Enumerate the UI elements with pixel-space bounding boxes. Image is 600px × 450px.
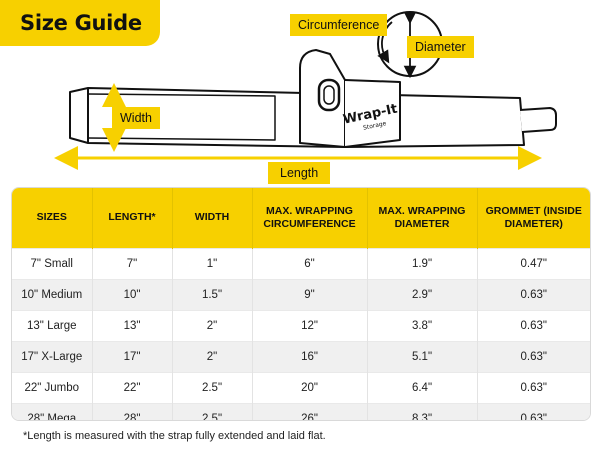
cell-diameter: 1.9" bbox=[367, 247, 478, 279]
cell-circumference: 12" bbox=[252, 309, 368, 341]
table-row: 7" Small 7" 1" 6" 1.9" 0.47" bbox=[12, 247, 590, 279]
cell-circumference: 20" bbox=[252, 371, 368, 403]
table-row: 22" Jumbo 22" 2.5" 20" 6.4" 0.63" bbox=[12, 371, 590, 403]
size-table: SIZES LENGTH* WIDTH MAX. WRAPPING CIRCUM… bbox=[12, 188, 590, 420]
header-grommet: GROMMET (INSIDE DIAMETER) bbox=[485, 204, 582, 230]
cell-diameter: 5.1" bbox=[367, 340, 478, 372]
cell-length: 13" bbox=[92, 309, 173, 341]
table-row: 10" Medium 10" 1.5" 9" 2.9" 0.63" bbox=[12, 278, 590, 310]
circumference-arrow bbox=[377, 21, 393, 64]
cell-size: 10" Medium bbox=[12, 278, 93, 310]
cell-length: 7" bbox=[92, 247, 173, 279]
cell-diameter: 3.8" bbox=[367, 309, 478, 341]
cell-size: 22" Jumbo bbox=[12, 371, 93, 403]
cell-diameter: 2.9" bbox=[367, 278, 478, 310]
header-width: WIDTH bbox=[172, 188, 253, 248]
cell-circumference: 6" bbox=[252, 247, 368, 279]
cell-length: 10" bbox=[92, 278, 173, 310]
cell-size: 28" Mega bbox=[12, 402, 93, 420]
table-row: 17" X-Large 17" 2" 16" 5.1" 0.63" bbox=[12, 340, 590, 372]
title-banner: Size Guide bbox=[0, 0, 160, 46]
cell-diameter: 8.3" bbox=[367, 402, 478, 420]
diameter-label: Diameter bbox=[407, 36, 474, 58]
width-label: Width bbox=[112, 107, 160, 129]
cell-width: 2" bbox=[172, 340, 253, 372]
strap-body bbox=[69, 87, 557, 148]
cell-size: 13" Large bbox=[12, 309, 93, 341]
cell-grommet: 0.63" bbox=[477, 402, 590, 420]
circumference-label: Circumference bbox=[290, 14, 388, 36]
cell-grommet: 0.63" bbox=[477, 278, 590, 310]
cell-width: 2.5" bbox=[172, 371, 253, 403]
table-row: 13" Large 13" 2" 12" 3.8" 0.63" bbox=[12, 309, 590, 341]
cell-diameter: 6.4" bbox=[367, 371, 478, 403]
cell-width: 1.5" bbox=[172, 278, 253, 310]
cell-width: 1" bbox=[172, 247, 253, 279]
cell-circumference: 26" bbox=[252, 402, 368, 420]
svg-text:Storage: Storage bbox=[363, 120, 388, 132]
length-label: Length bbox=[268, 162, 331, 184]
table-header-row: SIZES LENGTH* WIDTH MAX. WRAPPING CIRCUM… bbox=[12, 188, 590, 248]
cell-grommet: 0.63" bbox=[477, 371, 590, 403]
header-length: LENGTH* bbox=[92, 188, 173, 248]
page-title: Size Guide bbox=[20, 11, 142, 35]
cell-circumference: 9" bbox=[252, 278, 368, 310]
header-max-circumference: MAX. WRAPPING CIRCUMFERENCE bbox=[252, 188, 368, 248]
cell-length: 22" bbox=[92, 371, 173, 403]
cell-width: 2.5" bbox=[172, 402, 253, 420]
header-max-diameter: MAX. WRAPPING DIAMETER bbox=[367, 188, 478, 248]
size-table-container: SIZES LENGTH* WIDTH MAX. WRAPPING CIRCUM… bbox=[11, 187, 591, 421]
cell-size: 7" Small bbox=[12, 247, 93, 279]
cell-length: 28" bbox=[92, 402, 173, 420]
header-sizes: SIZES bbox=[12, 188, 93, 248]
cell-grommet: 0.63" bbox=[477, 340, 590, 372]
cell-grommet: 0.63" bbox=[477, 309, 590, 341]
cell-size: 17" X-Large bbox=[12, 340, 93, 372]
cell-width: 2" bbox=[172, 309, 253, 341]
cell-circumference: 16" bbox=[252, 340, 368, 372]
cell-length: 17" bbox=[92, 340, 173, 372]
table-row: 28" Mega 28" 2.5" 26" 8.3" 0.63" bbox=[12, 402, 590, 420]
cell-grommet: 0.47" bbox=[477, 247, 590, 279]
strap-illustration: Wrap-It Storage bbox=[54, 11, 557, 170]
footnote: *Length is measured with the strap fully… bbox=[23, 430, 326, 442]
strap-fold bbox=[299, 49, 401, 148]
